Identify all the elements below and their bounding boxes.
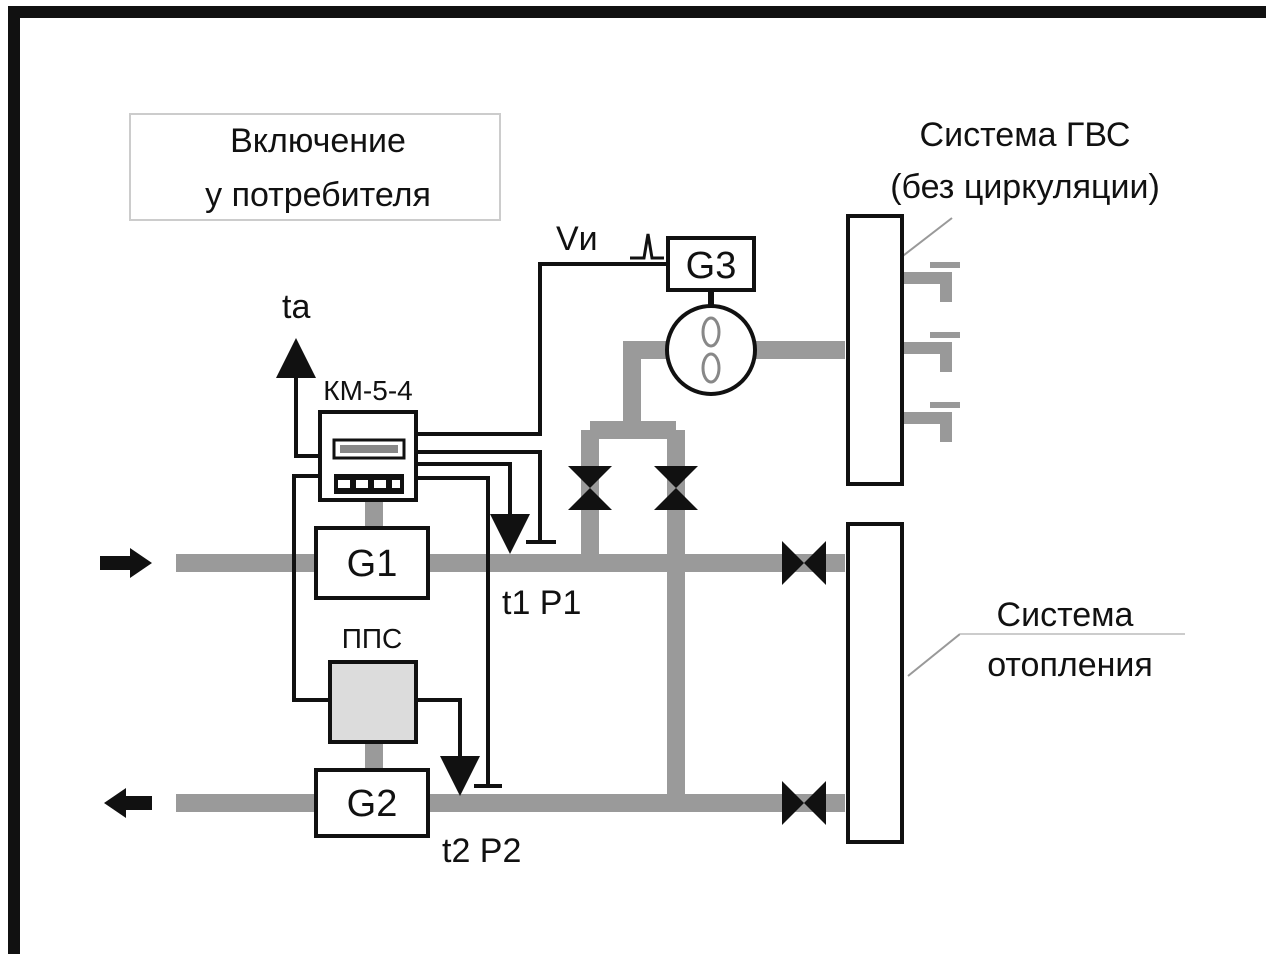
flowmeter-g2 [314, 768, 430, 838]
p1-wire [416, 450, 542, 542]
faucet-icon [904, 262, 960, 302]
valve-heating-return [782, 781, 826, 825]
ta-label: ta [282, 288, 310, 326]
dhw-supply-pipe [623, 341, 845, 430]
valve-dhw-left [568, 466, 612, 510]
calculator-label: КМ-5-4 [323, 375, 412, 406]
t2p2-label: t2 P2 [442, 832, 521, 870]
heating-label-line-1: Система [997, 596, 1134, 634]
flowmeter-g2-label: G2 [347, 783, 398, 825]
valve-bypass [654, 466, 698, 510]
flowmeter-g1-label: G1 [347, 543, 398, 585]
inlet-arrow [100, 548, 152, 578]
outlet-arrow [104, 788, 152, 818]
calculator-display-fill [340, 445, 398, 453]
pulse-icon [630, 233, 664, 260]
t2-p2-bus [416, 476, 490, 786]
title-line-2: у потребителя [205, 176, 431, 214]
dhw-system-block [846, 214, 904, 486]
vi-wire [414, 262, 668, 436]
heating-leader-line [907, 633, 961, 677]
vi-signal-label: Vи [556, 220, 598, 258]
t1p1-label: t1 P1 [502, 584, 581, 622]
pps-label: ППС [342, 623, 402, 654]
pps-wire [414, 698, 480, 796]
t1-wire [416, 462, 530, 554]
title-box [129, 113, 501, 221]
flowmeter-g1 [314, 526, 430, 600]
faucet-icon [904, 402, 960, 442]
dhw-label-line-1: Система ГВС [920, 116, 1131, 154]
dhw-leader-line [894, 217, 953, 263]
converter-pps [328, 660, 418, 744]
faucet-icon [904, 332, 960, 372]
valve-heating-supply [782, 541, 826, 585]
calculator-buttons [334, 474, 404, 494]
turbine-blade-bottom [701, 352, 721, 384]
ta-wire [276, 338, 320, 458]
flowmeter-g3-label: G3 [686, 245, 737, 287]
heating-system-block [846, 522, 904, 844]
turbine-icon [665, 304, 757, 396]
title-line-1: Включение [230, 122, 406, 160]
dhw-label-line-2: (без циркуляции) [890, 168, 1160, 206]
heating-label-line-2: отопления [987, 646, 1153, 684]
calc-pps-wire [292, 474, 330, 702]
turbine-blade-top [701, 316, 721, 348]
